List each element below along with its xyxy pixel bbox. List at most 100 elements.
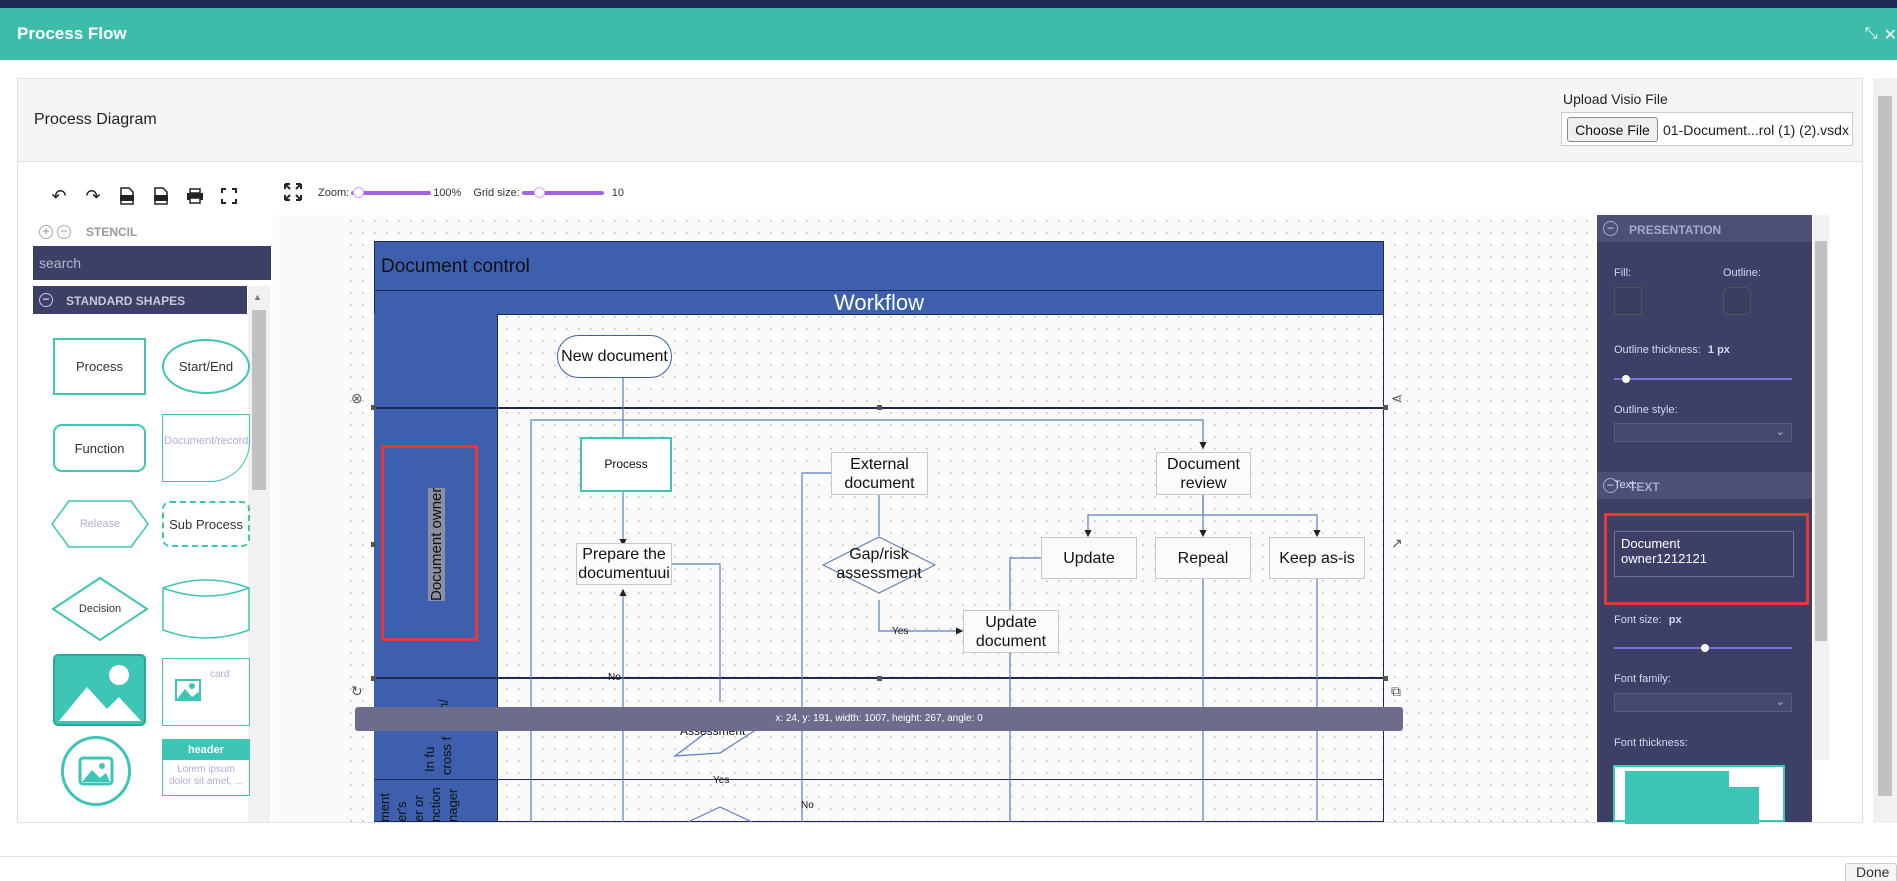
export-svg-icon[interactable] <box>110 184 144 208</box>
node-keep-as-is[interactable]: Keep as-is <box>1269 537 1365 579</box>
shape-lorem-text: Lorem ipsum dolor sit amet, ... <box>169 764 243 787</box>
shape-process[interactable]: Process <box>53 338 146 395</box>
fullscreen-icon[interactable] <box>212 184 246 208</box>
resize-handle[interactable] <box>877 405 882 410</box>
zoom-label: Zoom: <box>318 187 350 199</box>
stencil-search-input[interactable] <box>33 246 271 280</box>
text-label: Text: <box>1614 479 1638 491</box>
node-update[interactable]: Update <box>1041 537 1137 579</box>
font-size-unit: px <box>1668 614 1682 626</box>
edge-label-yes: Yes <box>892 626 909 637</box>
text-preview-swatch <box>1613 765 1785 824</box>
selection-status: x: 24, y: 191, width: 1007, height: 267,… <box>355 707 1403 731</box>
done-button[interactable]: Done <box>1845 863 1897 881</box>
properties-panel: − PRESENTATION Fill: Outline: Outline th… <box>1597 215 1812 822</box>
pool-title[interactable]: Document control <box>374 241 1384 291</box>
outline-thickness-slider[interactable] <box>1614 375 1792 383</box>
zoom-value: 100% <box>433 187 462 199</box>
clone-icon[interactable]: ⧉ <box>1391 683 1401 699</box>
undo-icon[interactable]: ↶ <box>51 185 67 206</box>
node-prepare-document[interactable]: Prepare the documentuui <box>576 543 672 585</box>
canvas-margin <box>273 215 348 822</box>
properties-scrollbar[interactable] <box>1813 215 1829 760</box>
font-family-label: Font family: <box>1614 673 1671 685</box>
node-document-review[interactable]: Document review <box>1156 452 1251 495</box>
collapse-icon[interactable]: − <box>1603 478 1618 493</box>
close-icon[interactable]: ✕ <box>1883 27 1897 44</box>
file-upload-field[interactable]: Choose File 01-Document...rol (1) (2).vs… <box>1561 112 1853 146</box>
remove-icon[interactable]: ⊗ <box>351 390 363 406</box>
file-name: 01-Document...rol (1) (2).vsdx <box>1663 122 1849 138</box>
expand-icon[interactable]: ⤡ <box>1864 25 1878 42</box>
redo-icon[interactable]: ↷ <box>85 185 101 206</box>
node-gap-risk-assessment[interactable]: Gap/risk assessment <box>822 536 936 594</box>
shape-circle-image[interactable] <box>61 736 131 806</box>
shape-header-label: header <box>163 740 249 760</box>
lane-label-highlight <box>381 445 478 641</box>
resize-handle[interactable] <box>371 676 376 681</box>
collapse-icon[interactable]: − <box>1603 221 1618 236</box>
export-png-icon[interactable] <box>144 184 178 208</box>
shape-start-end[interactable]: Start/End <box>162 339 250 394</box>
resize-handle[interactable] <box>877 676 882 681</box>
collapse-icon[interactable]: − <box>39 293 53 307</box>
outline-thickness-text: Outline thickness: <box>1614 344 1701 356</box>
panel-header: Process Diagram Upload Visio File Choose… <box>18 79 1862 162</box>
grid-size-slider[interactable] <box>521 187 604 198</box>
shape-decision[interactable]: Decision <box>51 576 149 642</box>
shape-database[interactable] <box>162 578 250 640</box>
resize-handle[interactable] <box>371 542 376 547</box>
scroll-up-icon[interactable]: ▲ <box>253 292 262 302</box>
zoom-slider[interactable] <box>351 187 432 198</box>
connector-icon[interactable]: ↗ <box>1391 535 1403 551</box>
text-section-header[interactable]: − TEXT <box>1597 472 1812 499</box>
shape-header-card[interactable]: header Lorem ipsum dolor sit amet, ... <box>162 739 250 796</box>
shape-decision-label: Decision <box>78 603 122 615</box>
lane-label-3: ment er's er or nction nager <box>377 787 460 822</box>
shape-sub-process[interactable]: Sub Process <box>162 501 250 547</box>
stencil-header: + − STENCIL <box>33 218 273 246</box>
fit-icon[interactable] <box>284 183 302 206</box>
shape-image[interactable] <box>53 654 146 726</box>
node-process[interactable]: Process <box>580 437 672 492</box>
shape-function[interactable]: Function <box>53 424 146 472</box>
stencil-scrollbar[interactable]: ▲ <box>248 286 270 822</box>
workflow-header[interactable]: Workflow <box>374 290 1384 315</box>
expand-all-icon[interactable]: + <box>39 225 53 239</box>
link-icon[interactable]: ⋖ <box>1391 390 1403 406</box>
resize-handle[interactable] <box>1383 405 1388 410</box>
outline-style-select[interactable]: ⌄ <box>1614 423 1792 442</box>
modal-header: Process Flow ⤡ ✕ <box>0 8 1897 60</box>
header-icons: ⤡ ✕ <box>1865 25 1897 45</box>
fill-label: Fill: <box>1614 267 1632 279</box>
resize-handle[interactable] <box>371 405 376 410</box>
choose-file-button[interactable]: Choose File <box>1567 117 1658 142</box>
outline-color-swatch[interactable] <box>1723 287 1751 315</box>
standard-shapes-header[interactable]: − STANDARD SHAPES <box>33 286 247 314</box>
font-family-select[interactable]: ⌄ <box>1614 693 1792 712</box>
shape-release[interactable]: Release <box>51 500 149 548</box>
modal-footer: Done <box>0 856 1897 881</box>
presentation-section-header[interactable]: − PRESENTATION <box>1597 215 1812 242</box>
node-update-document[interactable]: Update document <box>963 610 1059 653</box>
shape-card[interactable]: card <box>162 658 250 726</box>
rotate-icon[interactable]: ↻ <box>351 683 363 699</box>
collapse-all-icon[interactable]: − <box>57 225 71 239</box>
shape-document-label: Document/record <box>164 435 248 447</box>
font-size-slider[interactable] <box>1614 644 1792 652</box>
chevron-down-icon: ⌄ <box>1775 426 1785 438</box>
node-new-document[interactable]: New document <box>557 335 672 378</box>
upload-label: Upload Visio File <box>1563 91 1668 107</box>
text-value-field[interactable]: Document owner1212121 <box>1614 531 1794 577</box>
print-icon[interactable] <box>178 184 212 208</box>
main-scrollbar[interactable] <box>1873 78 1897 823</box>
fill-color-swatch[interactable] <box>1614 287 1642 315</box>
standard-shapes-title: STANDARD SHAPES <box>66 294 186 308</box>
lane-label-document-owner[interactable]: Document owner <box>428 487 445 601</box>
font-thickness-label: Font thickness: <box>1614 737 1688 749</box>
shape-card-label: card <box>210 669 230 680</box>
resize-handle[interactable] <box>1383 676 1388 681</box>
node-external-document[interactable]: External document <box>831 452 928 495</box>
shape-document[interactable]: Document/record <box>162 414 250 482</box>
node-repeal[interactable]: Repeal <box>1155 537 1251 579</box>
